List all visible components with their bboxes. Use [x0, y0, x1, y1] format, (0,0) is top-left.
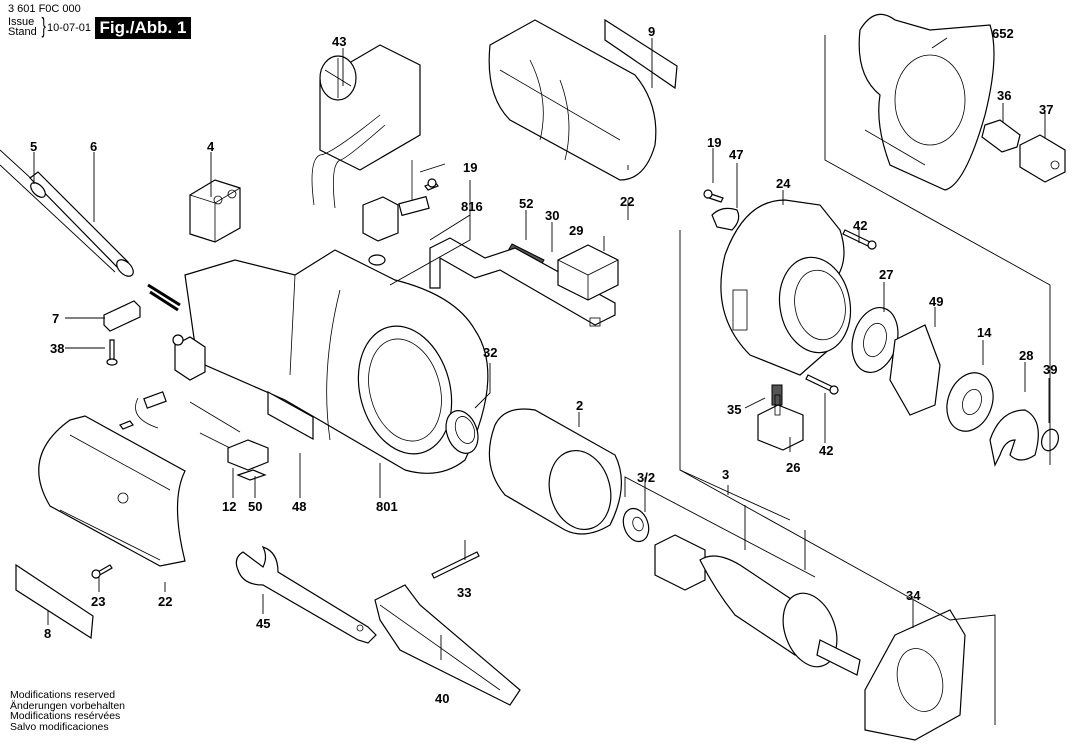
callout-49[interactable]: 49 [929, 294, 943, 309]
button-part[interactable] [557, 244, 619, 301]
callout-22-bottom[interactable]: 22 [158, 594, 172, 609]
washer-part[interactable] [845, 302, 905, 377]
brush-holder-set-part[interactable] [362, 160, 439, 266]
screw-part-2[interactable] [703, 189, 724, 203]
footer-line-de: Änderungen vorbehalten [10, 699, 126, 712]
callout-42-top[interactable]: 42 [853, 218, 867, 233]
stator-part[interactable] [488, 408, 623, 536]
pin-part[interactable] [431, 551, 480, 579]
footer-line-fr: Modifications resérvées [10, 710, 121, 722]
callout-5[interactable]: 5 [30, 139, 37, 154]
callout-8[interactable]: 8 [44, 626, 51, 641]
collet-nut-part[interactable] [1019, 134, 1066, 183]
wrench-part[interactable] [235, 545, 377, 644]
leader-lines [33, 37, 1050, 660]
callout-37[interactable]: 37 [1039, 102, 1053, 117]
footer-line-en: Modifications reserved [10, 689, 116, 701]
issue-label: Issue [8, 16, 35, 28]
spindle-lock-part[interactable] [757, 394, 804, 451]
callout-48[interactable]: 48 [292, 499, 306, 514]
callout-47[interactable]: 47 [729, 147, 743, 162]
callout-9[interactable]: 9 [648, 24, 655, 39]
callout-12[interactable]: 12 [222, 499, 236, 514]
callout-6[interactable]: 6 [90, 139, 97, 154]
collet-part[interactable] [981, 119, 1021, 153]
brace-glyph: } [41, 13, 46, 38]
callout-27[interactable]: 27 [879, 267, 893, 282]
terminal-block-part[interactable] [189, 179, 241, 243]
latch-part[interactable] [711, 207, 740, 231]
bearing-small-part[interactable] [619, 505, 653, 545]
cable-clamp-part[interactable] [103, 300, 141, 366]
callout-33[interactable]: 33 [457, 585, 471, 600]
motor-housing-part[interactable] [184, 249, 489, 474]
callout-26[interactable]: 26 [786, 460, 800, 475]
callout-19-right[interactable]: 19 [707, 135, 721, 150]
carbon-brush-part[interactable] [119, 334, 269, 471]
callout-28[interactable]: 28 [1019, 348, 1033, 363]
callout-40[interactable]: 40 [435, 691, 449, 706]
callout-38[interactable]: 38 [50, 341, 64, 356]
part-number: 3 601 F0C 000 [8, 3, 81, 15]
callout-52[interactable]: 52 [519, 196, 533, 211]
label-plate-part-2[interactable] [15, 563, 94, 640]
callout-39[interactable]: 39 [1043, 362, 1057, 377]
screw-part[interactable] [91, 564, 113, 579]
callout-24[interactable]: 24 [776, 176, 791, 191]
callout-801[interactable]: 801 [376, 499, 398, 514]
callout-labels: 5 6 4 43 19 816 9 22 52 30 29 7 38 12 50… [30, 24, 1057, 706]
needle-bearing-part[interactable] [889, 324, 941, 416]
bearing-part[interactable] [440, 406, 483, 458]
fan-baffle-part[interactable] [864, 609, 966, 741]
gear-housing-part[interactable] [720, 199, 858, 376]
callout-3[interactable]: 3 [722, 467, 729, 482]
callout-19[interactable]: 19 [463, 160, 477, 175]
callout-32[interactable]: 32 [483, 345, 497, 360]
stand-label: Stand [8, 26, 37, 38]
modifications-notice: Modifications reserved Änderungen vorbeh… [10, 690, 125, 732]
callout-50[interactable]: 50 [248, 499, 262, 514]
callout-36[interactable]: 36 [997, 88, 1011, 103]
guard-part[interactable] [858, 13, 995, 191]
callout-34[interactable]: 34 [906, 588, 921, 603]
brush-pad-part[interactable] [236, 469, 267, 481]
footer-line-es: Salvo modificaciones [10, 720, 109, 733]
callout-14[interactable]: 14 [977, 325, 992, 340]
callout-4[interactable]: 4 [207, 139, 215, 154]
lever-part[interactable] [374, 584, 521, 706]
screw-part-4[interactable] [805, 374, 839, 395]
callout-30[interactable]: 30 [545, 208, 559, 223]
retainer-plate-part[interactable] [989, 409, 1039, 467]
power-cable-part[interactable] [0, 149, 181, 312]
issue-date: 10-07-01 [47, 22, 92, 34]
figure-label: Fig./Abb. 1 [95, 17, 191, 39]
callout-43[interactable]: 43 [332, 34, 346, 49]
housing-shell-top-part[interactable] [488, 19, 657, 181]
callout-7[interactable]: 7 [52, 311, 59, 326]
ball-bearing-part[interactable] [939, 366, 1001, 437]
callout-816[interactable]: 816 [461, 199, 483, 214]
armature-part[interactable] [654, 534, 861, 676]
callout-35[interactable]: 35 [727, 402, 741, 417]
label-plate-part[interactable] [604, 18, 678, 90]
slider-bar-part[interactable] [429, 237, 616, 327]
callout-29[interactable]: 29 [569, 223, 583, 238]
issue-stand-label: Issue Stand [8, 16, 37, 38]
callout-45[interactable]: 45 [256, 616, 270, 631]
callout-652[interactable]: 652 [992, 26, 1014, 41]
assembly-bracket-lines [389, 35, 1051, 725]
callout-22-top[interactable]: 22 [620, 194, 634, 209]
switch-module-part[interactable] [311, 44, 421, 209]
callout-3-2[interactable]: 3/2 [637, 470, 655, 485]
label-strip-part[interactable] [267, 390, 314, 441]
callout-23[interactable]: 23 [91, 594, 105, 609]
callout-42-bottom[interactable]: 42 [819, 443, 833, 458]
callout-2[interactable]: 2 [576, 398, 583, 413]
rear-cover-part[interactable] [38, 415, 186, 567]
screw-part-3[interactable] [842, 229, 877, 250]
